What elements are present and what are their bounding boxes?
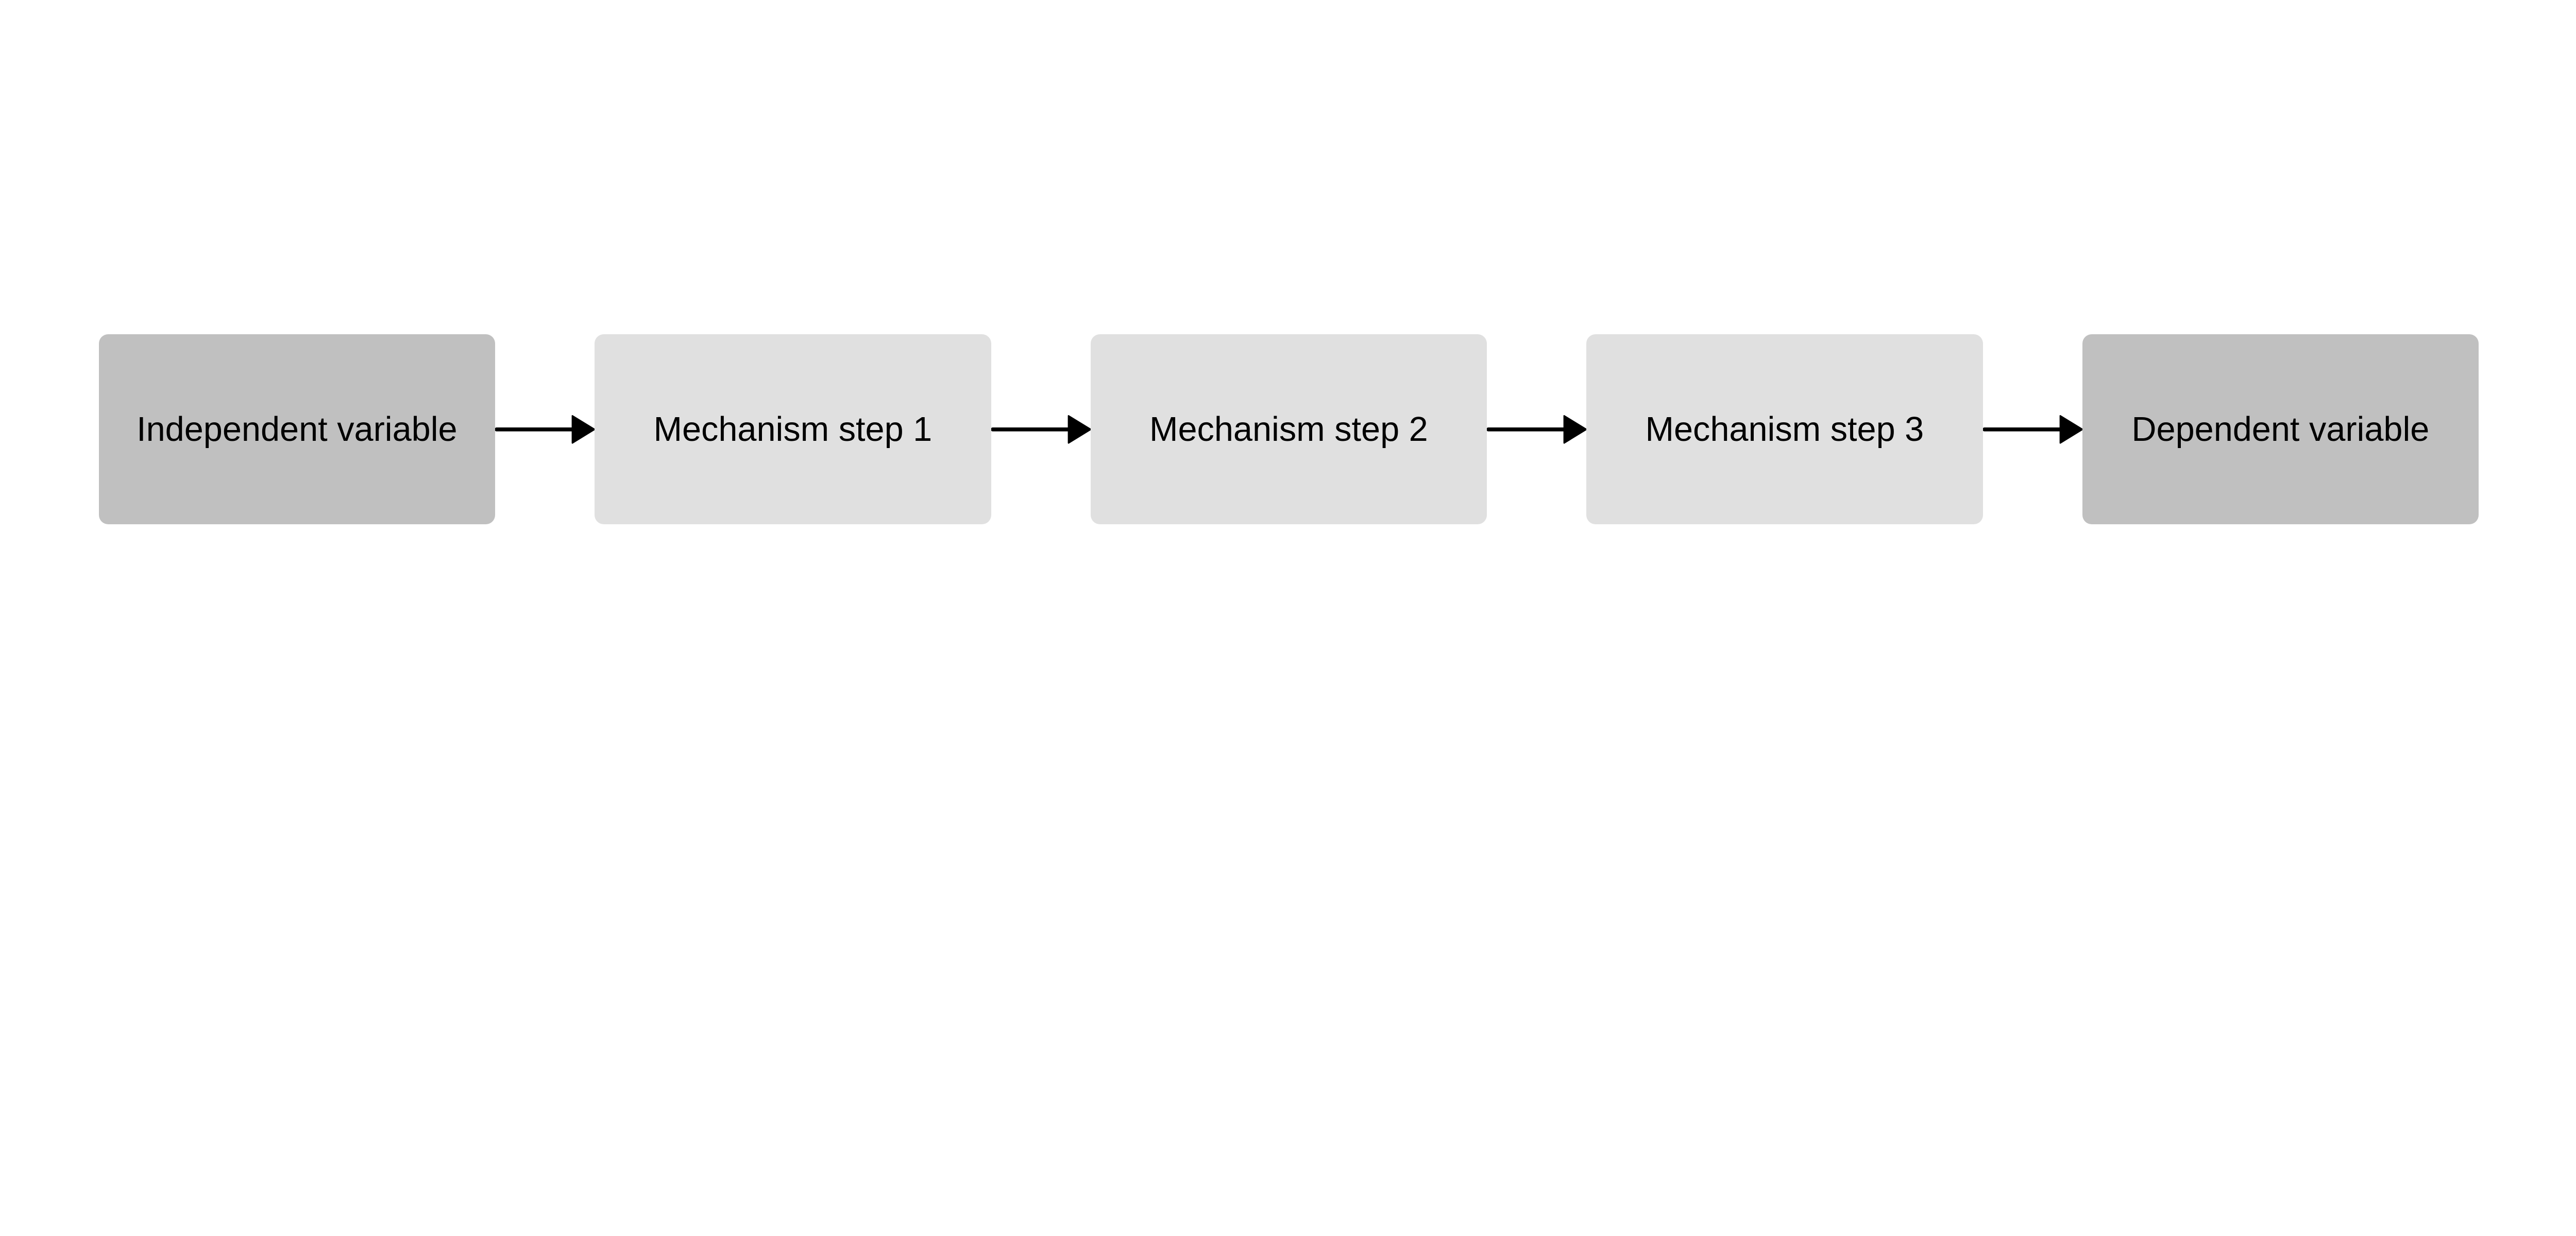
node-label: Mechanism step 1 bbox=[653, 410, 933, 449]
arrow-edge-4 bbox=[1982, 415, 2082, 444]
arrow-edge-2 bbox=[991, 415, 1091, 444]
node-label: Mechanism step 2 bbox=[1149, 410, 1428, 449]
node-mechanism-step-3: Mechanism step 3 bbox=[1586, 334, 1983, 525]
node-label: Independent variable bbox=[137, 410, 457, 449]
node-mechanism-step-1: Mechanism step 1 bbox=[595, 334, 991, 525]
node-label: Dependent variable bbox=[2131, 410, 2430, 449]
node-mechanism-step-2: Mechanism step 2 bbox=[1090, 334, 1487, 525]
node-dependent-variable: Dependent variable bbox=[2082, 334, 2479, 525]
arrow-edge-1 bbox=[495, 415, 595, 444]
node-independent-variable: Independent variable bbox=[98, 334, 496, 525]
arrow-edge-3 bbox=[1487, 415, 1587, 444]
node-label: Mechanism step 3 bbox=[1645, 410, 1924, 449]
